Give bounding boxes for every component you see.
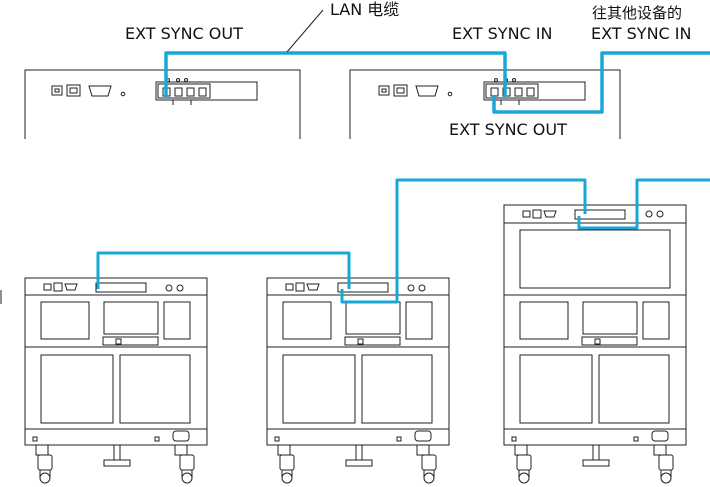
top-rear-panel-left [24,69,301,139]
top-lan-cable [164,51,507,97]
ext-sync-out-label-left: EXT SYNC OUT [125,24,243,43]
usb-port-icon [51,85,63,96]
rs232-port-icon [415,85,439,97]
bottom-lan-cable-2-to-3 [340,178,587,304]
sync-connector-panel [155,81,258,101]
lan-port-icon [393,84,408,97]
rs232-port-icon [88,85,112,97]
lan-cable-label: LAN 电缆 [330,0,399,19]
sync-connector-panel [483,81,586,101]
lan-cable-leader-line [286,9,324,53]
ext-sync-in-label-right-line1: 往其他设备的 [592,4,682,22]
ext-sync-in-label-mid: EXT SYNC IN [452,24,553,43]
bottom-lan-cable-3-to-other [577,178,710,230]
usb-port-icon [378,85,390,96]
cabinet-3 [503,204,687,484]
cabinet-2 [266,277,450,484]
ext-sync-in-label-right-line2: EXT SYNC IN [591,24,692,43]
cabinet-1 [24,277,208,484]
lan-port-icon [66,84,81,97]
bottom-lan-cable-1-to-2 [96,251,351,289]
ext-sync-out-label-mid: EXT SYNC OUT [449,120,567,139]
top-lan-cable-to-other [492,51,710,114]
